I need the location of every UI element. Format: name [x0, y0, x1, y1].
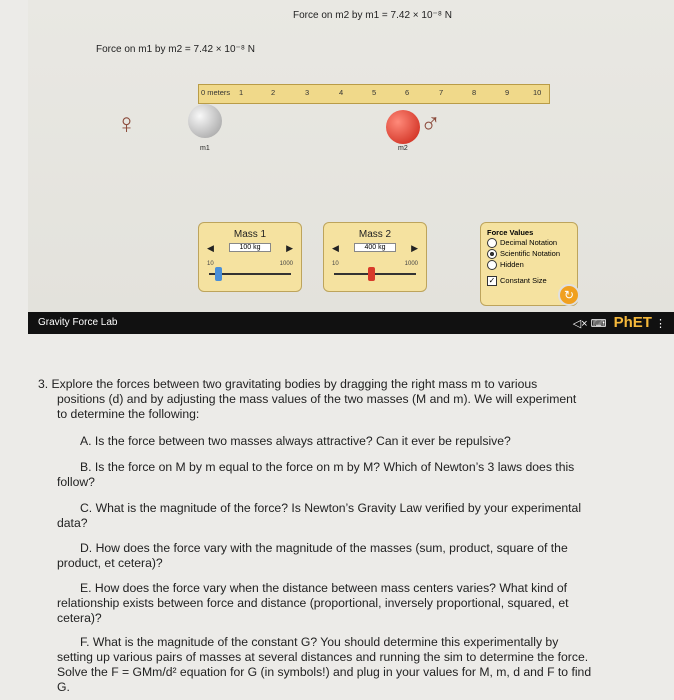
mass1-control-panel: Mass 1 100 kg ◀ ▶ 10 1000 [198, 222, 302, 292]
ruler-tick: 10 [533, 88, 542, 97]
mass1-max: 1000 [279, 261, 293, 267]
ruler-tick: 5 [372, 88, 377, 97]
ruler-tick: 8 [472, 88, 477, 97]
mass1-min: 10 [207, 261, 214, 267]
mass2-value: 400 kg [354, 243, 396, 252]
force-on-m1-label: Force on m1 by m2 = 7.42 × 10⁻⁸ N [96, 44, 256, 55]
question-f-line3: Solve the F = GMm/d² equation for G (in … [57, 665, 592, 679]
mass1-decrease-button[interactable]: ◀ [207, 243, 214, 253]
mass2-slider-thumb[interactable] [368, 267, 375, 281]
question-f-line1: F. What is the magnitude of the constant… [80, 635, 559, 649]
hidden-radio[interactable]: Hidden [487, 260, 571, 271]
question-e-line3: cetera)? [57, 611, 102, 625]
menu-icon[interactable]: ⋮ [655, 318, 666, 330]
ruler-tick: 2 [271, 88, 276, 97]
reset-all-button[interactable]: ↻ [558, 284, 580, 306]
scientific-notation-radio[interactable]: Scientific Notation [487, 249, 571, 260]
mass1-slider-thumb[interactable] [215, 267, 222, 281]
question-b-line1: B. Is the force on M by m equal to the f… [80, 460, 575, 474]
simulation-area: Force on m2 by m1 = 7.42 × 10⁻⁸ N Force … [28, 0, 674, 312]
sim-title: Gravity Force Lab [38, 317, 118, 328]
mass2-decrease-button[interactable]: ◀ [332, 243, 339, 253]
mass2-max: 1000 [404, 261, 418, 267]
ruler-tick: 4 [339, 88, 344, 97]
navbar-controls: ◁× ⌨ PhET ⋮ [573, 314, 666, 331]
ruler-tick: 0 meters [201, 88, 231, 97]
right-person-icon: ♂ [420, 108, 441, 139]
keyboard-icon[interactable]: ⌨ [590, 318, 607, 330]
left-person-icon: ♀ [116, 108, 137, 139]
ruler-tick: 9 [505, 88, 510, 97]
question-intro-line3: to determine the following: [57, 407, 200, 421]
ruler-tick: 1 [239, 88, 244, 97]
question-c-line2: data? [57, 516, 88, 530]
radio-icon [487, 260, 497, 271]
navigation-bar: Gravity Force Lab ◁× ⌨ PhET ⋮ [28, 312, 674, 334]
phet-logo[interactable]: PhET [613, 314, 652, 331]
force-on-m2-label: Force on m2 by m1 = 7.42 × 10⁻⁸ N [293, 10, 453, 21]
question-e-line1: E. How does the force vary when the dist… [80, 581, 568, 595]
ruler-tick: 3 [305, 88, 310, 97]
mass1-increase-button[interactable]: ▶ [286, 243, 293, 253]
question-f-line2: setting up various pairs of masses at se… [57, 650, 589, 664]
m2-label: m2 [398, 145, 408, 152]
question-e-line2: relationship exists between force and di… [57, 596, 569, 610]
radio-label: Decimal Notation [500, 238, 558, 247]
question-b-line2: follow? [57, 475, 95, 489]
ruler-tick: 7 [439, 88, 444, 97]
question-d-line2: product, et cetera)? [57, 556, 163, 570]
mass2-title: Mass 2 [358, 229, 392, 240]
distance-ruler[interactable]: 0 meters 1 2 3 4 5 6 7 8 9 10 [198, 84, 550, 104]
mass2-slider-track[interactable] [334, 273, 416, 275]
ruler-tick: 6 [405, 88, 410, 97]
mass2-increase-button[interactable]: ▶ [411, 243, 418, 253]
constant-size-checkbox[interactable]: ✓Constant Size [487, 276, 571, 287]
radio-label: Hidden [500, 260, 524, 270]
question-intro-line2: positions (d) and by adjusting the mass … [57, 392, 577, 406]
decimal-notation-radio[interactable]: Decimal Notation [487, 238, 571, 249]
mass2-sphere[interactable] [386, 110, 420, 144]
question-c-line1: C. What is the magnitude of the force? I… [80, 501, 582, 515]
mass2-control-panel: Mass 2 400 kg ◀ ▶ 10 1000 [323, 222, 427, 292]
m1-label: m1 [200, 145, 210, 152]
radio-icon [487, 238, 497, 249]
mass1-value: 100 kg [229, 243, 271, 252]
radio-selected-icon [487, 249, 497, 260]
force-values-title: Force Values [487, 228, 534, 237]
question-intro-line1: 3. Explore the forces between two gravit… [38, 377, 538, 391]
question-d-line1: D. How does the force vary with the magn… [80, 541, 568, 555]
checkbox-label: Constant Size [500, 276, 547, 286]
question-a: A. Is the force between two masses alway… [80, 434, 511, 448]
mass1-title: Mass 1 [233, 229, 267, 240]
mass1-slider-track[interactable] [209, 273, 291, 275]
mass1-sphere[interactable] [188, 104, 222, 138]
mass2-min: 10 [332, 261, 339, 267]
question-f-line4: G. [57, 680, 70, 694]
radio-label: Scientific Notation [500, 249, 561, 259]
sound-icon[interactable]: ◁× [572, 318, 588, 330]
checkbox-checked-icon: ✓ [487, 276, 497, 287]
